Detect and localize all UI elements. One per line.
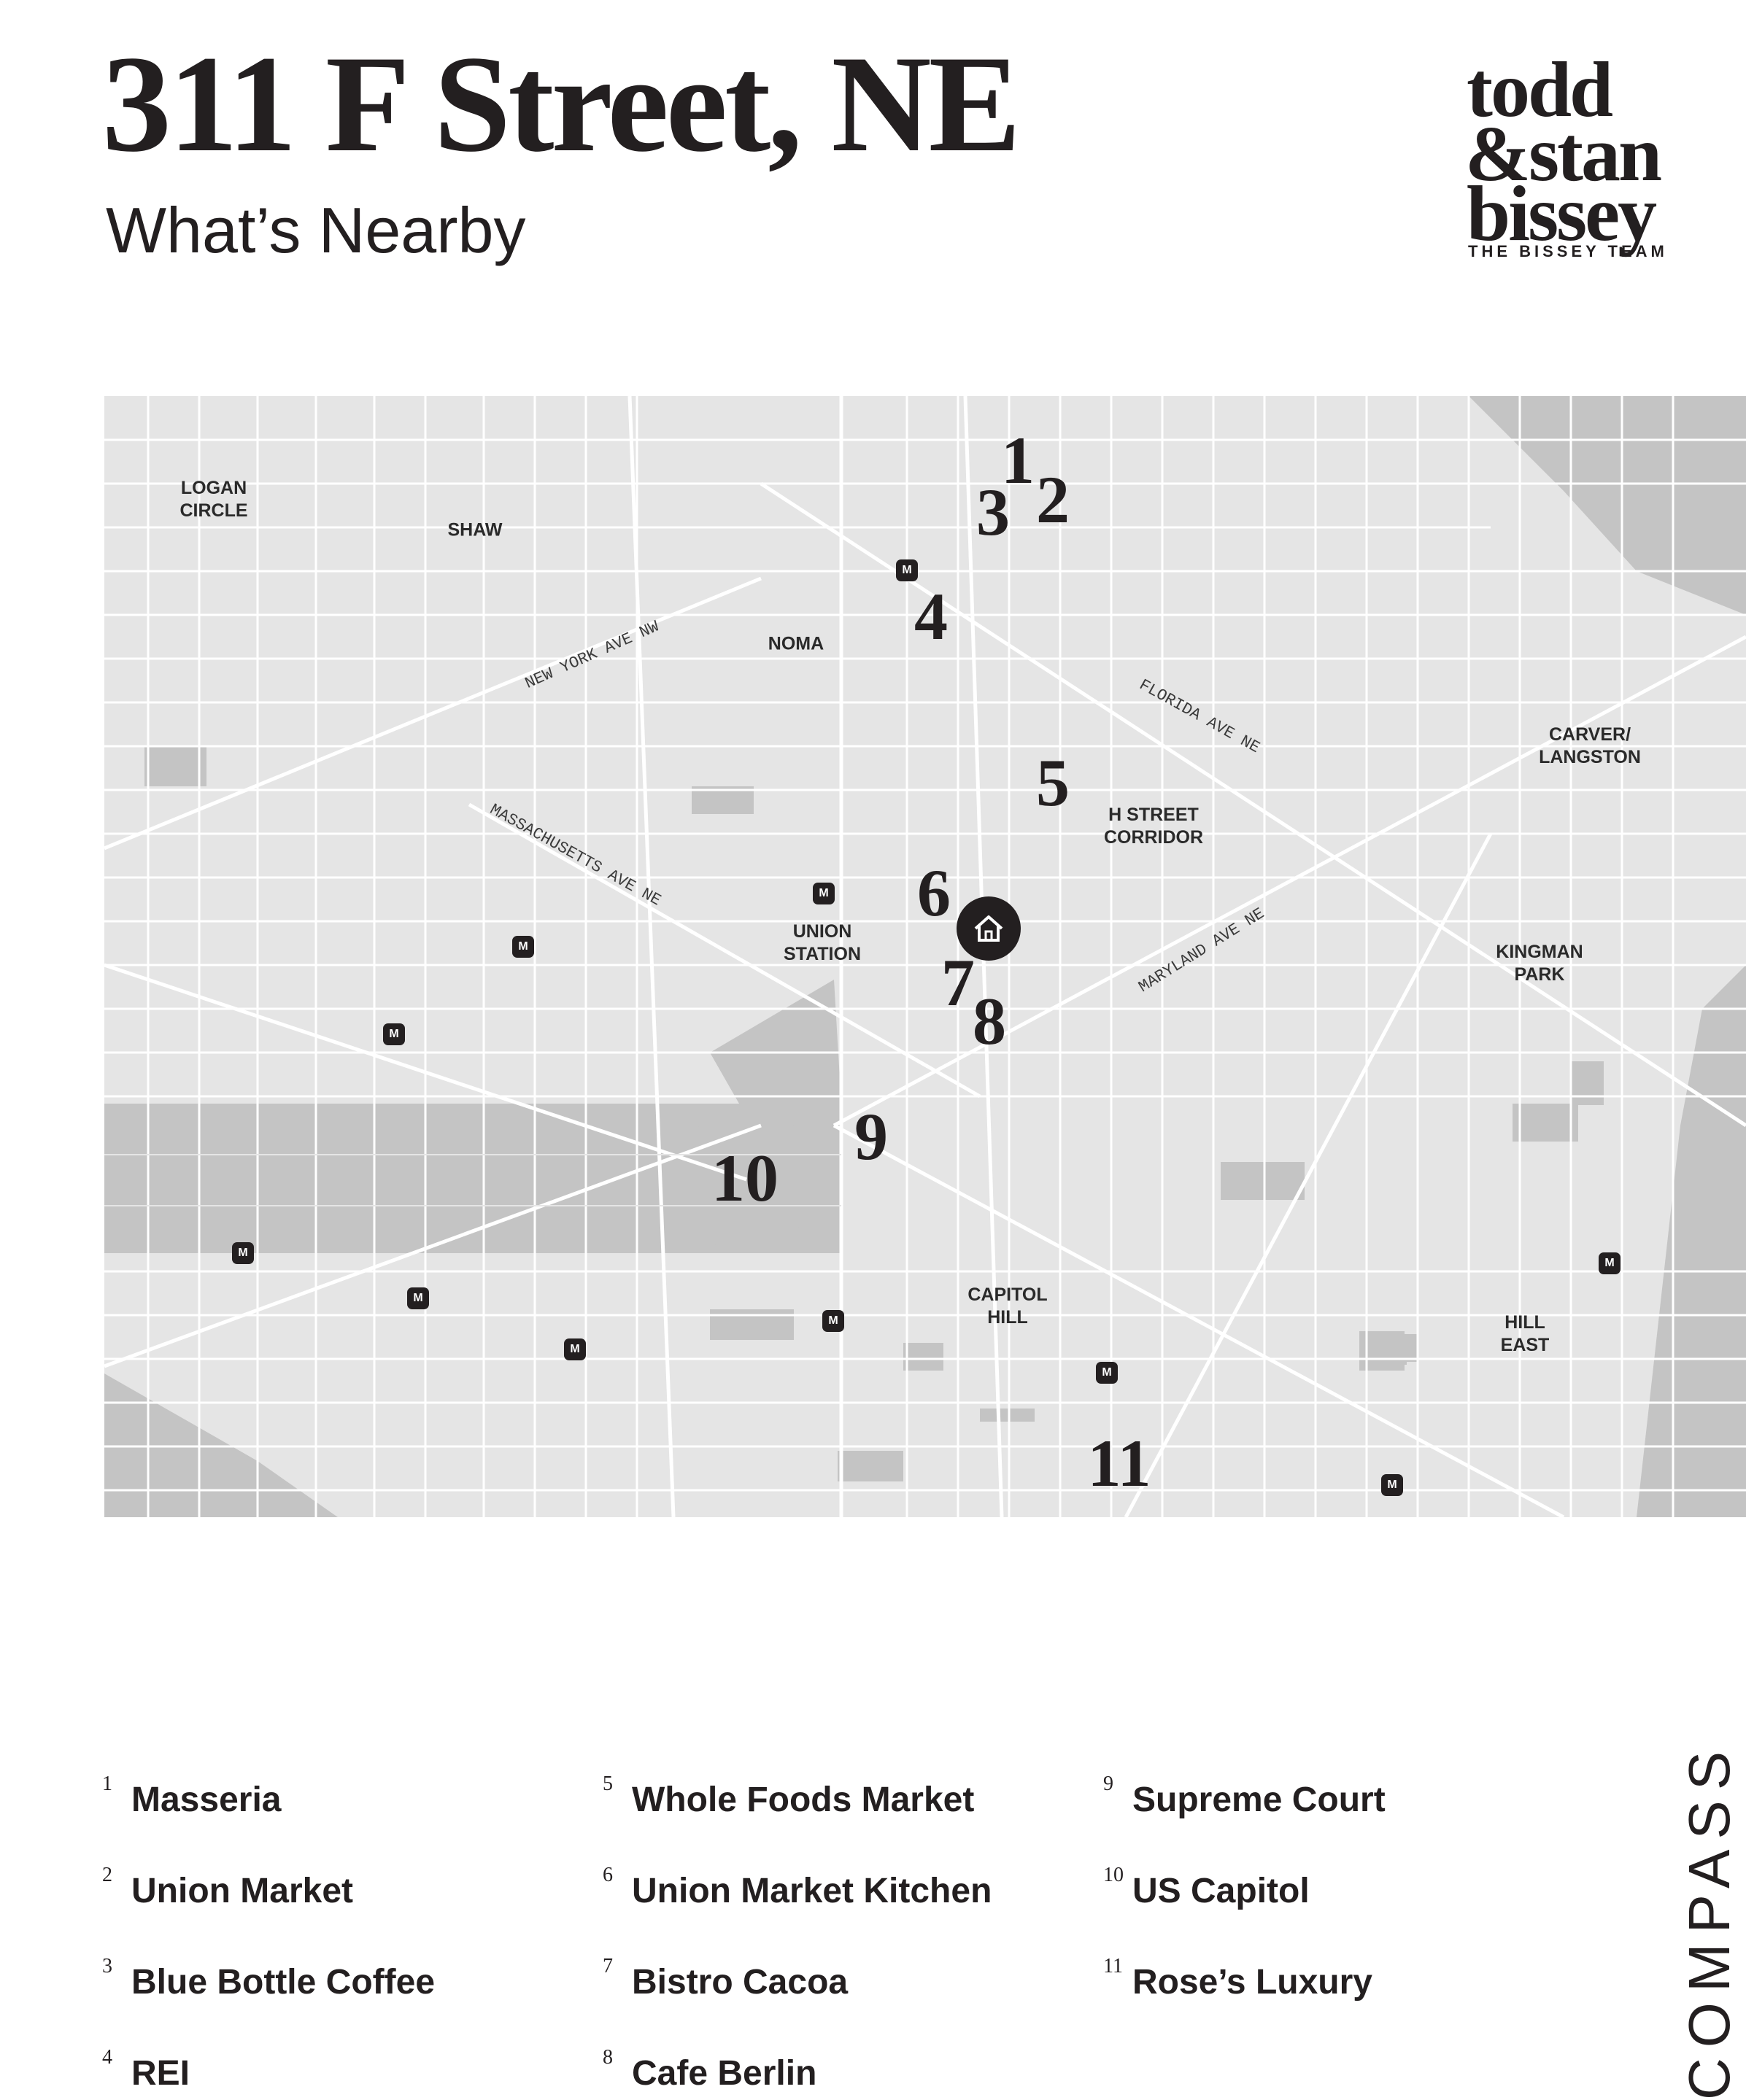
poi-marker-11[interactable]: 11 <box>1087 1426 1151 1500</box>
legend-number: 2 <box>102 1864 112 1886</box>
poi-marker-9[interactable]: 9 <box>854 1099 888 1174</box>
house-icon <box>974 915 1003 942</box>
metro-icon[interactable]: M <box>564 1338 586 1360</box>
poi-marker-2[interactable]: 2 <box>1036 462 1070 537</box>
legend-name: Masseria <box>131 1781 282 1819</box>
label-union-station: UNION STATION <box>783 921 862 964</box>
legend-name: Whole Foods Market <box>632 1781 975 1819</box>
logo-line-2: &stan <box>1465 111 1662 198</box>
legend-name: REI <box>131 2054 190 2093</box>
legend-name: Union Market Kitchen <box>632 1872 992 1910</box>
metro-icon[interactable]: M <box>1381 1474 1403 1496</box>
street-grid <box>104 396 1746 1517</box>
poi-marker-4[interactable]: 4 <box>914 579 948 654</box>
label-h-street-corridor: H STREET CORRIDOR <box>1103 804 1204 848</box>
label-hill-east: HILL EAST <box>1500 1311 1550 1355</box>
label-capitol-hill: CAPITOL HILL <box>967 1284 1048 1328</box>
legend-number: 11 <box>1103 1955 1123 1977</box>
metro-icon[interactable]: M <box>512 936 534 958</box>
legend-number: 6 <box>603 1864 613 1886</box>
label-carver-langston: CARVER/ LANGSTON <box>1539 724 1641 767</box>
label-shaw: SHAW <box>447 519 503 541</box>
logo-line-1: todd <box>1467 47 1613 133</box>
home-marker[interactable] <box>957 896 1021 961</box>
park-paths <box>104 1154 841 1206</box>
metro-icon[interactable]: M <box>1599 1252 1621 1274</box>
poi-marker-5[interactable]: 5 <box>1036 745 1070 820</box>
poi-marker-1[interactable]: 1 <box>1001 423 1035 497</box>
poi-marker-6[interactable]: 6 <box>917 856 951 930</box>
legend-name: Cafe Berlin <box>632 2054 817 2093</box>
page-subtitle: What’s Nearby <box>106 194 526 266</box>
metro-icon[interactable]: M <box>383 1023 405 1045</box>
metro-icon[interactable]: M <box>896 559 918 581</box>
page-title: 311 F Street, NE <box>102 28 1021 181</box>
team-logo: todd &stan bissey THE BISSEY TEAM <box>1459 51 1746 263</box>
legend-name: Rose’s Luxury <box>1132 1963 1372 2002</box>
label-noma: NOMA <box>768 633 824 654</box>
legend-number: 9 <box>1103 1772 1113 1795</box>
poi-marker-10[interactable]: 10 <box>711 1141 779 1215</box>
map-base <box>104 396 1746 1517</box>
legend-number: 4 <box>102 2046 112 2069</box>
poi-marker-3[interactable]: 3 <box>976 475 1010 549</box>
metro-icon[interactable]: M <box>813 883 835 904</box>
legend-name: Bistro Cacoa <box>632 1963 849 2002</box>
logo-line-3: bissey <box>1467 171 1657 257</box>
legend-number: 7 <box>603 1955 613 1977</box>
legend-name: Blue Bottle Coffee <box>131 1963 436 2002</box>
poi-legend: 1 Masseria 2 Union Market 3 Blue Bottle … <box>102 1772 1488 2100</box>
legend-number: 5 <box>603 1772 613 1795</box>
legend-number: 3 <box>102 1955 112 1977</box>
legend-number: 1 <box>102 1772 112 1795</box>
legend-name: US Capitol <box>1132 1872 1310 1910</box>
compass-logo: COMPASS <box>1677 1740 1742 2100</box>
metro-icon[interactable]: M <box>232 1242 254 1264</box>
metro-icon[interactable]: M <box>407 1287 429 1309</box>
legend-name: Supreme Court <box>1132 1781 1386 1819</box>
label-kingman-park: KINGMAN PARK <box>1496 941 1583 985</box>
legend-number: 10 <box>1103 1864 1124 1886</box>
poi-marker-8[interactable]: 8 <box>973 984 1006 1058</box>
poi-marker-7[interactable]: 7 <box>941 945 975 1020</box>
metro-icon[interactable]: M <box>822 1310 844 1332</box>
legend-name: Union Market <box>131 1872 354 1910</box>
label-logan-circle: LOGAN CIRCLE <box>179 477 248 521</box>
metro-icon[interactable]: M <box>1096 1362 1118 1384</box>
logo-tagline: THE BISSEY TEAM <box>1468 242 1668 260</box>
legend-number: 8 <box>603 2046 613 2069</box>
neighborhood-map[interactable]: LOGAN CIRCLE SHAW NOMA H STREET CORRIDOR… <box>104 396 1746 1517</box>
